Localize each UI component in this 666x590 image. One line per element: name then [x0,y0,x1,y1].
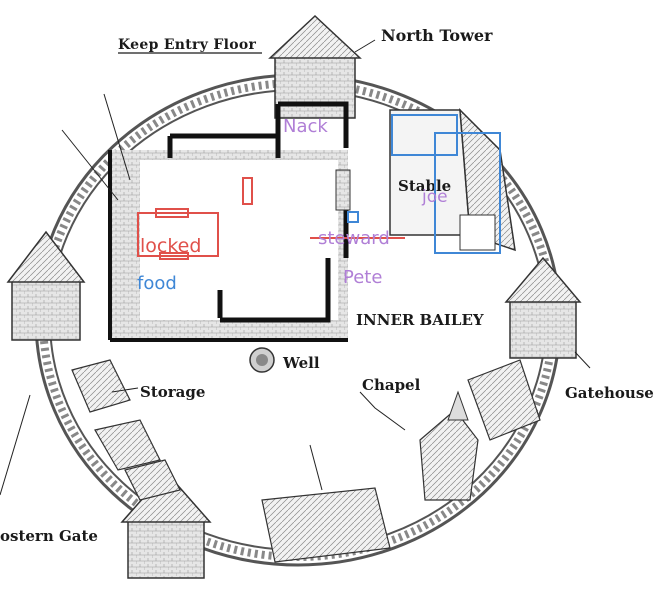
west-tower [6,230,86,341]
annotation-food: food [137,273,177,294]
label-chapel: Chapel [362,376,421,394]
annotation-joe: joe [421,187,448,207]
east-tower [504,256,582,359]
label-stable: Stable [398,177,451,195]
label-postern-gate: ostern Gate [0,527,98,545]
east-buildings [467,359,541,441]
label-storage: Storage [140,383,205,401]
annotation-shapes [137,114,501,260]
south-tower [120,470,212,579]
locked-box [137,212,219,257]
south-hall [261,487,391,563]
door-marker [242,177,253,205]
label-north-tower: North Tower [381,26,493,45]
keep-floorplan [108,101,351,342]
label-well: Well [282,354,320,372]
locked-door-top [155,208,189,218]
well [249,347,275,373]
label-inner-bailey: INNER BAILEY [356,311,484,329]
stable-box-lower [434,132,501,254]
steward-marker [347,211,359,223]
annotation-steward: steward [318,228,390,249]
leader-lines [0,39,591,496]
annotation-locked: locked [140,235,201,257]
storage-buildings [71,359,181,501]
label-gatehouse: Gatehouse [565,384,654,402]
locked-door-bottom [159,252,189,260]
stable-box-upper [391,114,458,156]
stable-building [389,108,516,252]
annotation-nack: Nack [283,116,328,137]
chapel-building [419,390,479,501]
map-title: Keep Entry Floor [118,37,256,53]
north-tower [268,14,362,119]
annotation-pete: Pete [343,267,382,288]
